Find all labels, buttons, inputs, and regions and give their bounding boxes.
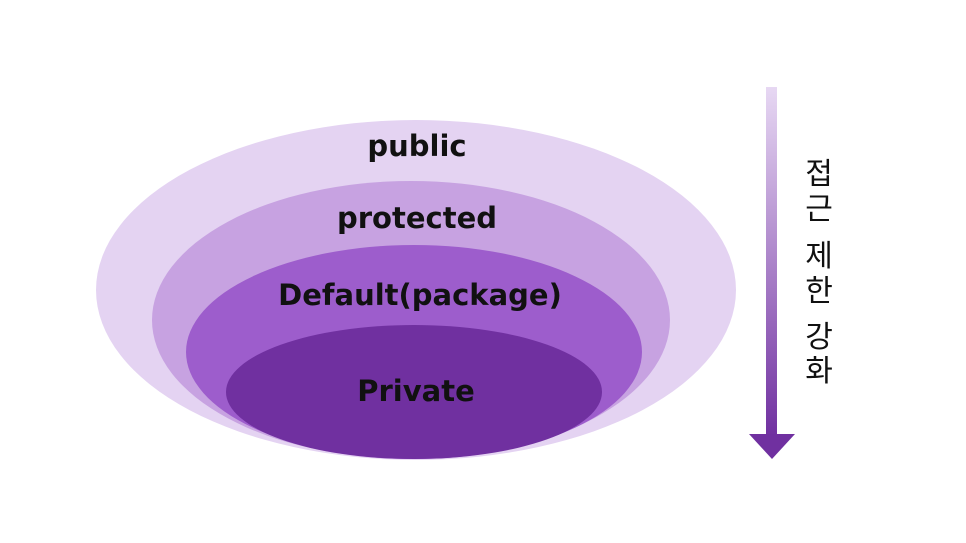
arrow-label-char-5: 강	[805, 320, 833, 355]
layer-default-label: Default(package)	[278, 278, 562, 312]
down-arrow-icon	[749, 87, 795, 459]
arrow-label-char-6: 화	[805, 354, 833, 389]
arrow-label-char-4: 한	[805, 274, 833, 309]
layer-private-label: Private	[357, 374, 475, 408]
layer-public-label: public	[367, 129, 466, 163]
arrow-label-char-3: 제	[805, 239, 833, 274]
arrow-label-char-1: 접	[805, 157, 833, 192]
layer-protected-label: protected	[337, 201, 497, 235]
layer-private-ellipse	[226, 325, 602, 459]
arrow-label-char-2: 근	[805, 192, 833, 227]
